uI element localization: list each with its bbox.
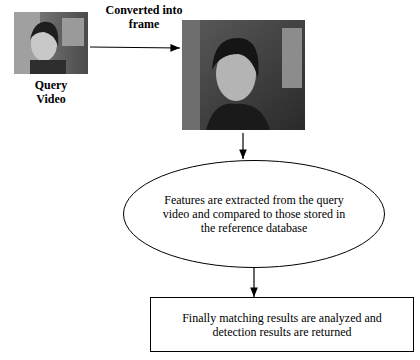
- process-box: Finally matching results are analyzed an…: [150, 297, 414, 352]
- frame-left-strip: [182, 20, 200, 130]
- video-node: Query Video: [14, 12, 88, 106]
- frame-picture: [182, 20, 305, 130]
- extract-arrow: [242, 133, 243, 159]
- step-label: Converted into frame: [92, 3, 196, 31]
- thumbnail-body: [30, 60, 66, 74]
- frame-body: [206, 104, 270, 130]
- ellipse-shape: [124, 161, 385, 268]
- node-text: Finally matching results are analyzed an…: [159, 311, 405, 339]
- query-video-thumbnail: [14, 12, 88, 74]
- node-text: Features are extracted from the query vi…: [162, 193, 346, 235]
- thumbnail-window: [62, 18, 84, 46]
- process-ellipse: Features are extracted from the query vi…: [123, 160, 385, 268]
- node-text: Query Video: [26, 78, 76, 106]
- convert-arrow: [90, 47, 180, 48]
- frame-hair: [212, 38, 259, 78]
- thumbnail-ground: [14, 12, 88, 74]
- frame-right-strip: [282, 28, 302, 88]
- flow-arrow: [253, 268, 254, 297]
- thumbnail-hair: [30, 22, 58, 46]
- frame-ground: [182, 20, 305, 130]
